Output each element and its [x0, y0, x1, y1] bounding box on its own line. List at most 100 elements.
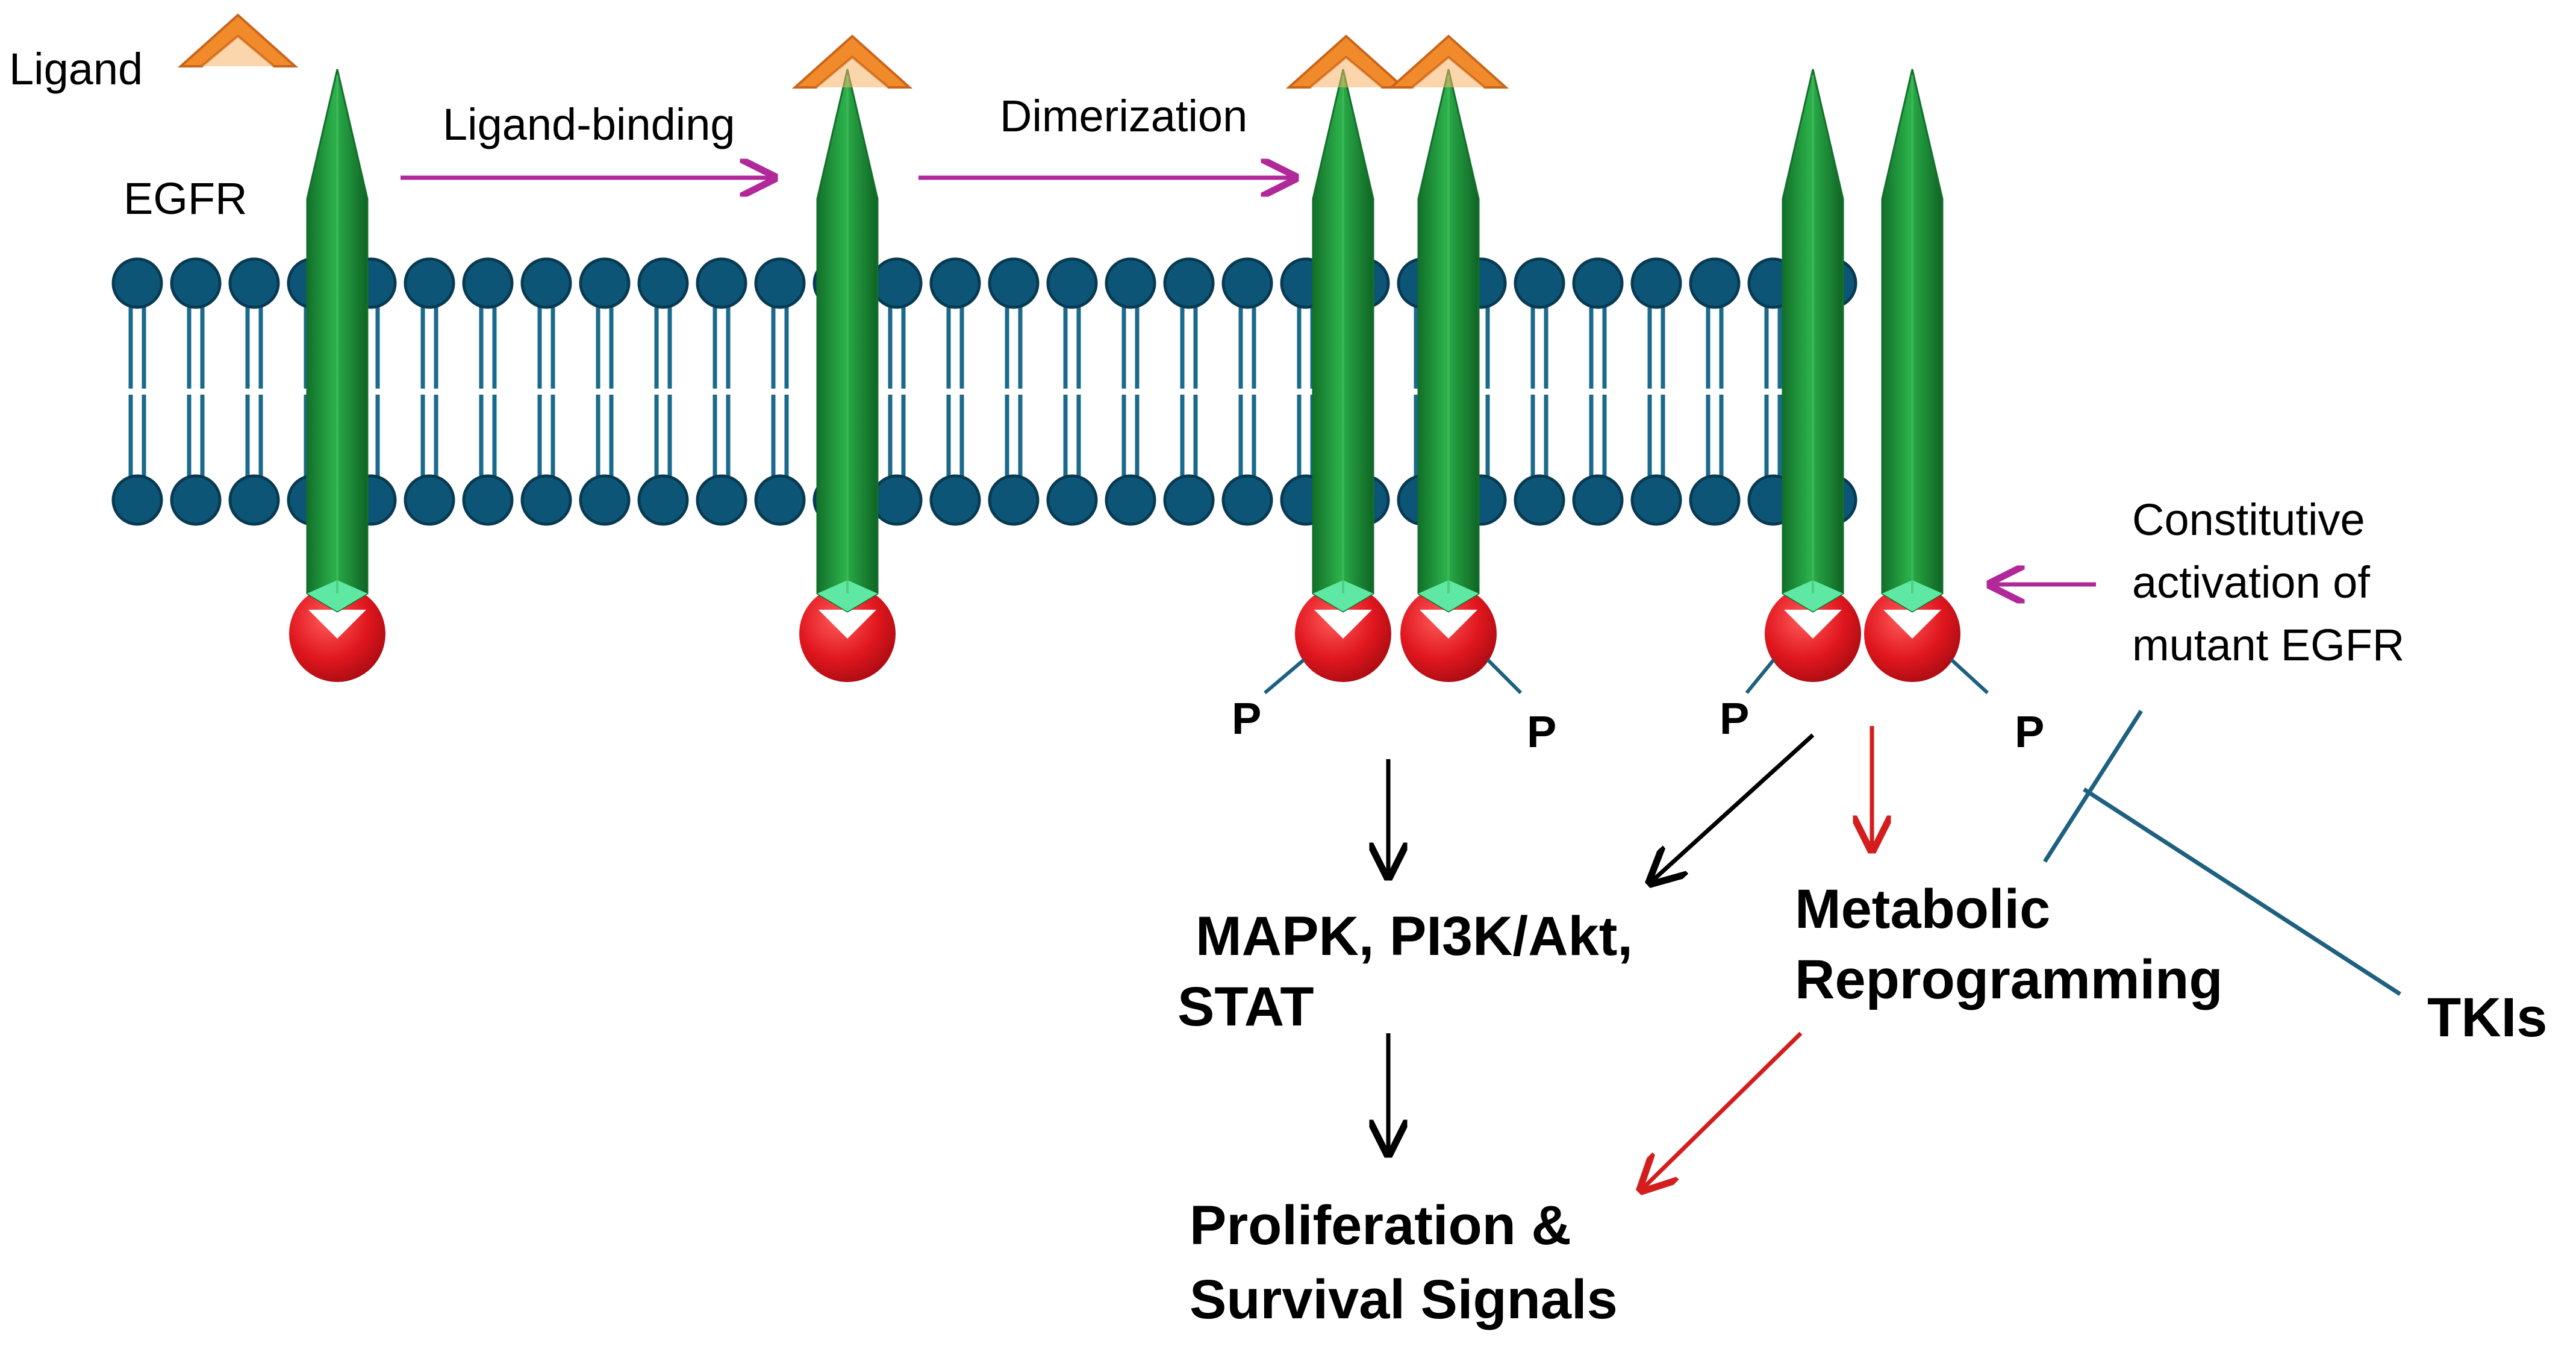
lipid-head	[1105, 474, 1156, 526]
lipid-head	[754, 257, 806, 309]
receptor-tip	[1783, 580, 1843, 612]
lipid-head	[520, 474, 572, 526]
pathways-label-line2: STAT	[1177, 976, 1314, 1037]
egfr-receptor	[799, 69, 896, 682]
ligands	[177, 13, 1509, 89]
lipid-head	[871, 257, 923, 309]
lipid-heads-outer	[111, 257, 1857, 309]
ligand-label: Ligand	[9, 44, 143, 94]
ligand-binding-label: Ligand-binding	[443, 99, 735, 149]
kinase-notch	[1314, 610, 1372, 639]
lipid-head	[170, 257, 222, 309]
egfr-receptor	[1864, 69, 1960, 682]
kinase-notch	[308, 610, 366, 639]
kinase-notch	[1883, 610, 1941, 639]
tki-inhibition-bar	[2043, 710, 2143, 863]
ligand-shape	[177, 13, 299, 67]
egfr-receptor	[1400, 69, 1497, 682]
pathways-label-line1: MAPK, PI3K/Akt,	[1196, 906, 1633, 967]
phosphate-label: P	[2015, 707, 2044, 757]
phosphate-group: P	[1232, 658, 1305, 743]
phosphate-group: P	[1486, 658, 1556, 757]
metabolic-label-line2: Reprogramming	[1795, 949, 2223, 1010]
mutant-to-pathways-arrow	[1650, 733, 1815, 883]
tki-inhibition-line	[2083, 787, 2401, 996]
lipid-tails	[128, 307, 1841, 476]
egfr-receptor	[1765, 69, 1861, 682]
kinase-notch	[819, 610, 876, 639]
phosphate-label: P	[1527, 707, 1556, 757]
lipid-head	[1630, 257, 1682, 309]
lipid-head	[1221, 474, 1273, 526]
phosphate-group: P	[1950, 658, 2044, 757]
lipid-head	[929, 257, 981, 309]
egfr-receptors	[289, 69, 1960, 682]
egfr-label: EGFR	[123, 174, 248, 224]
lipid-head	[871, 474, 923, 526]
lipid-head	[1572, 257, 1624, 309]
kinase-notch	[1784, 610, 1842, 639]
lipid-head	[1514, 257, 1565, 309]
tki-inhibition	[2043, 710, 2401, 996]
phosphate-label: P	[1720, 693, 1749, 743]
lipid-head	[520, 257, 572, 309]
ligand-shape	[791, 34, 913, 89]
receptor-tip	[1418, 580, 1479, 612]
lipid-head	[988, 474, 1040, 526]
lipid-head	[988, 257, 1040, 309]
ligand-shape	[1388, 34, 1509, 89]
lipid-head	[696, 257, 747, 309]
lipid-head	[579, 474, 631, 526]
lipid-heads-inner	[111, 474, 1857, 526]
receptor-tip	[817, 580, 878, 612]
lipid-head	[1046, 257, 1098, 309]
metabolic-label-line1: Metabolic	[1795, 878, 2050, 940]
lipid-head	[637, 474, 689, 526]
tkis-label: TKIs	[2427, 987, 2547, 1048]
lipid-head	[1163, 257, 1215, 309]
lipid-head	[1572, 474, 1624, 526]
lipid-head	[111, 257, 163, 309]
metabolic-to-proliferation-arrow	[1641, 1031, 1803, 1190]
proliferation-label-line2: Survival Signals	[1190, 1269, 1618, 1330]
constitutive-label-line1: Constitutive	[2132, 495, 2365, 545]
lipid-head	[1689, 257, 1741, 309]
lipid-head	[1046, 474, 1098, 526]
proliferation-label-line1: Proliferation &	[1190, 1195, 1571, 1256]
receptor-tip	[1882, 580, 1942, 612]
lipid-head	[1630, 474, 1682, 526]
lipid-head	[696, 474, 747, 526]
lipid-head	[404, 474, 455, 526]
lipid-head	[170, 474, 222, 526]
constitutive-label-line3: mutant EGFR	[2132, 620, 2404, 670]
lipid-head	[111, 474, 163, 526]
lipid-bilayer	[111, 257, 1857, 526]
lipid-head	[1163, 474, 1215, 526]
lipid-head	[1689, 474, 1741, 526]
lipid-head	[462, 474, 514, 526]
lipid-head	[579, 257, 631, 309]
egfr-receptor	[1295, 69, 1391, 682]
dimerization-label: Dimerization	[1000, 91, 1247, 141]
constitutive-label-line2: activation of	[2132, 557, 2370, 607]
egfr-receptor	[289, 69, 385, 682]
lipid-head	[404, 257, 455, 309]
lipid-head	[1514, 474, 1565, 526]
receptor-tip	[307, 580, 367, 612]
arrows	[401, 178, 2096, 1190]
kinase-notch	[1420, 610, 1477, 639]
lipid-head	[462, 257, 514, 309]
lipid-head	[228, 474, 280, 526]
lipid-head	[1221, 257, 1273, 309]
phosphate-group: P	[1720, 659, 1776, 743]
receptor-tip	[1313, 580, 1373, 612]
ligand-shape	[1285, 34, 1407, 89]
lipid-head	[1105, 257, 1156, 309]
lipid-head	[637, 257, 689, 309]
lipid-head	[754, 474, 806, 526]
lipid-head	[228, 257, 280, 309]
phosphate-label: P	[1232, 693, 1261, 743]
